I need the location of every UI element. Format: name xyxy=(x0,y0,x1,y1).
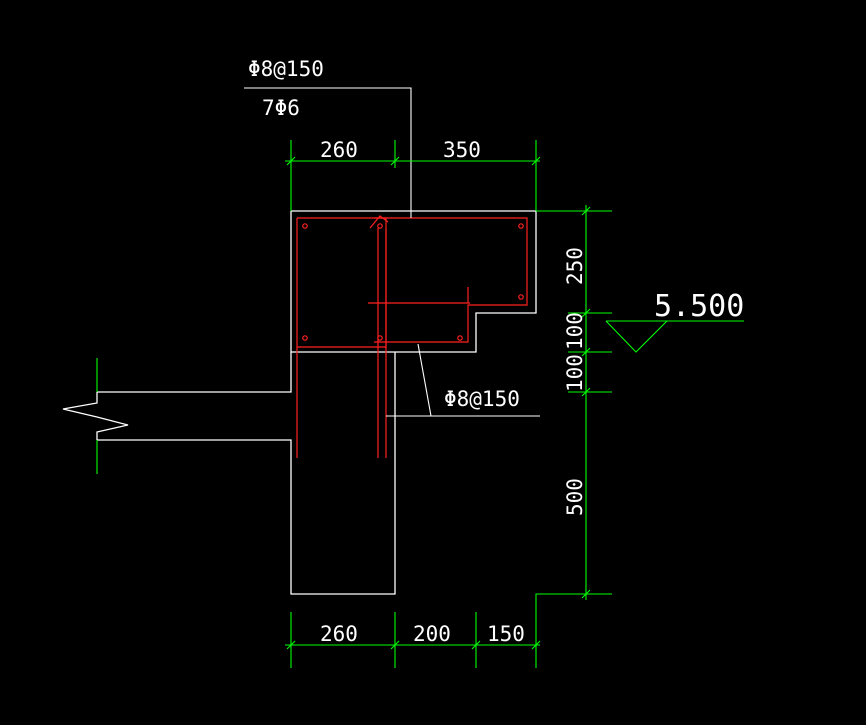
dim-tick xyxy=(286,156,296,166)
elevation-label: 5.500 xyxy=(654,289,744,324)
dim-bottom-200: 200 xyxy=(413,622,451,646)
dim-tick xyxy=(531,156,541,166)
dim-right-100a: 100 xyxy=(563,312,587,350)
dimension-lines xyxy=(96,140,744,668)
dim-tick xyxy=(390,156,400,166)
dim-right-250: 250 xyxy=(563,247,587,285)
top-leader-label-2: 7Φ6 xyxy=(262,96,300,120)
stirrup-left xyxy=(296,217,387,348)
dim-tick xyxy=(581,387,591,397)
dim-tick xyxy=(581,589,591,599)
top-leader xyxy=(244,87,412,218)
wall-outline-bottom xyxy=(97,352,396,595)
dim-tick xyxy=(581,206,591,216)
dim-tick xyxy=(581,308,591,318)
dim-bottom-150: 150 xyxy=(487,622,525,646)
rebar-dot xyxy=(457,335,463,341)
dim-top-350: 350 xyxy=(443,138,481,162)
dim-bottom-260: 260 xyxy=(320,622,358,646)
beam-outline xyxy=(290,210,537,353)
rebar-dot xyxy=(302,223,308,229)
stirrup-right xyxy=(374,217,528,343)
dim-tick xyxy=(286,640,296,650)
break-line xyxy=(62,392,129,440)
rebar-dot xyxy=(302,335,308,341)
elevation-triangle xyxy=(605,320,668,353)
labels: Φ8@150 7Φ6 Φ8@150 5.500 260 350 260 200 … xyxy=(248,57,744,646)
dim-top-260: 260 xyxy=(320,138,358,162)
rebar-dot xyxy=(518,223,524,229)
dim-tick xyxy=(390,640,400,650)
dim-ext xyxy=(535,593,612,612)
dim-tick xyxy=(581,347,591,357)
dim-tick xyxy=(471,640,481,650)
dim-right-500: 500 xyxy=(563,478,587,516)
rebar-dot xyxy=(377,223,383,229)
top-leader-label-1: Φ8@150 xyxy=(248,57,324,81)
leaders xyxy=(244,87,540,417)
dim-tick xyxy=(531,640,541,650)
stirrup-hook xyxy=(369,215,389,229)
wall-outline-left xyxy=(97,352,292,393)
rebar-dot xyxy=(377,335,383,341)
dim-right-100b: 100 xyxy=(563,354,587,392)
rebar-group xyxy=(296,215,528,458)
bottom-leader-label: Φ8@150 xyxy=(444,387,520,411)
rebar-dot xyxy=(518,294,524,300)
